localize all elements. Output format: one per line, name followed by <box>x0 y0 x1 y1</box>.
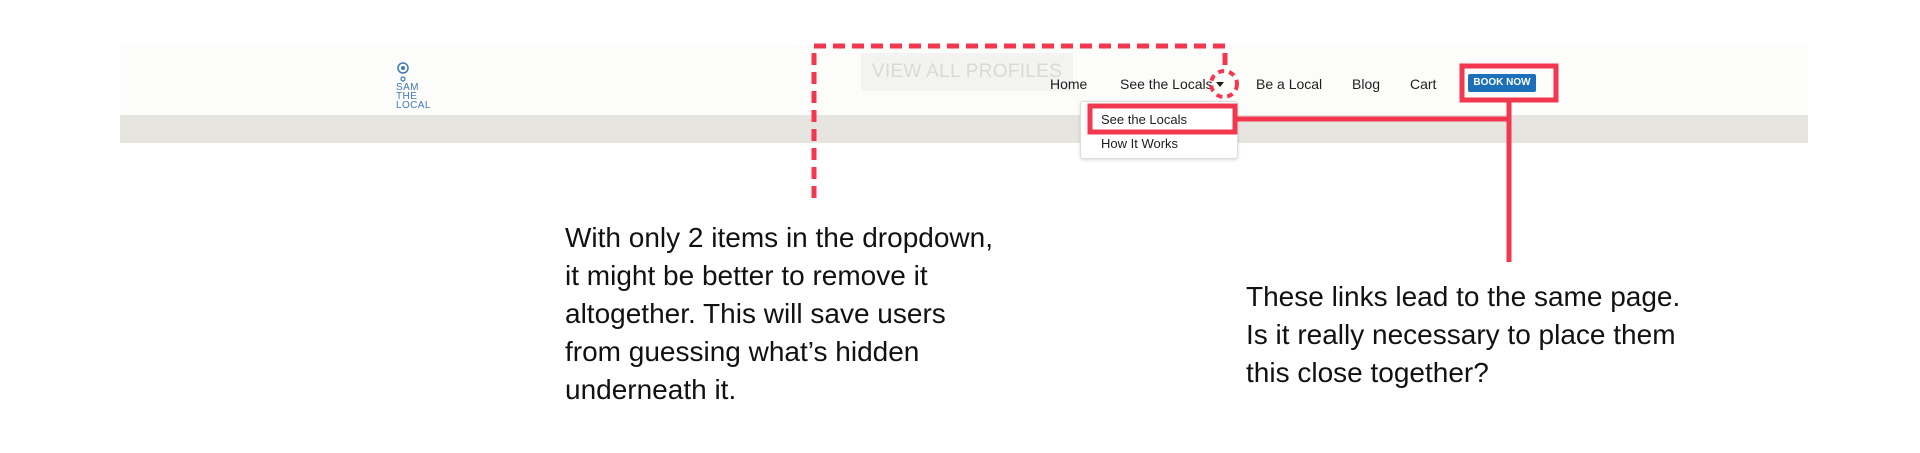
annotation-left-line-3: altogether. This will save users <box>565 298 946 329</box>
nav-blog[interactable]: Blog <box>1352 76 1381 92</box>
logo-line-3: LOCAL <box>396 100 431 111</box>
dropdown-item-how-it-works[interactable]: How It Works <box>1101 136 1179 151</box>
annotation-right-line-2: Is it really necessary to place them <box>1246 319 1676 350</box>
logo-line-2: THE <box>396 91 418 102</box>
logo-line-1: SAM <box>396 82 419 93</box>
book-now-button[interactable]: BOOK NOW <box>1468 74 1536 92</box>
annotation-left-line-5: underneath it. <box>565 374 737 405</box>
dropdown-callout-dashed-line <box>811 43 1228 198</box>
dropdown-annotation-text: With only 2 items in the dropdown, it mi… <box>565 219 1085 409</box>
site-logo[interactable]: SAM THE LOCAL <box>396 62 456 111</box>
nav-see-the-locals[interactable]: See the Locals <box>1120 76 1213 92</box>
annotation-left-line-2: it might be better to remove it <box>565 260 928 291</box>
dropdown-item-highlight-box <box>1087 103 1238 135</box>
nav-cart[interactable]: Cart <box>1410 76 1437 92</box>
chevron-down-icon[interactable] <box>1216 82 1224 87</box>
annotation-left-line-1: With only 2 items in the dropdown, <box>565 222 993 253</box>
location-pin-icon <box>397 62 409 82</box>
book-now-highlight-box <box>1459 63 1559 103</box>
annotation-left-line-4: from guessing what’s hidden <box>565 336 920 367</box>
nav-be-a-local[interactable]: Be a Local <box>1256 76 1323 92</box>
nav-home[interactable]: Home <box>1050 76 1088 92</box>
logo-wordmark: SAM THE LOCAL <box>396 82 456 111</box>
links-annotation-text: These links lead to the same page. Is it… <box>1246 278 1806 392</box>
view-all-profiles-button[interactable]: VIEW ALL PROFILES <box>861 53 1073 91</box>
caret-dashed-circle <box>1209 69 1239 99</box>
dropdown-item-see-the-locals[interactable]: See the Locals <box>1101 112 1188 127</box>
website-header: SAM THE LOCAL VIEW ALL PROFILES Home See… <box>120 44 1808 143</box>
annotation-right-line-1: These links lead to the same page. <box>1246 281 1681 312</box>
annotation-right-line-3: this close together? <box>1246 357 1489 388</box>
header-bottom-band <box>120 115 1808 143</box>
